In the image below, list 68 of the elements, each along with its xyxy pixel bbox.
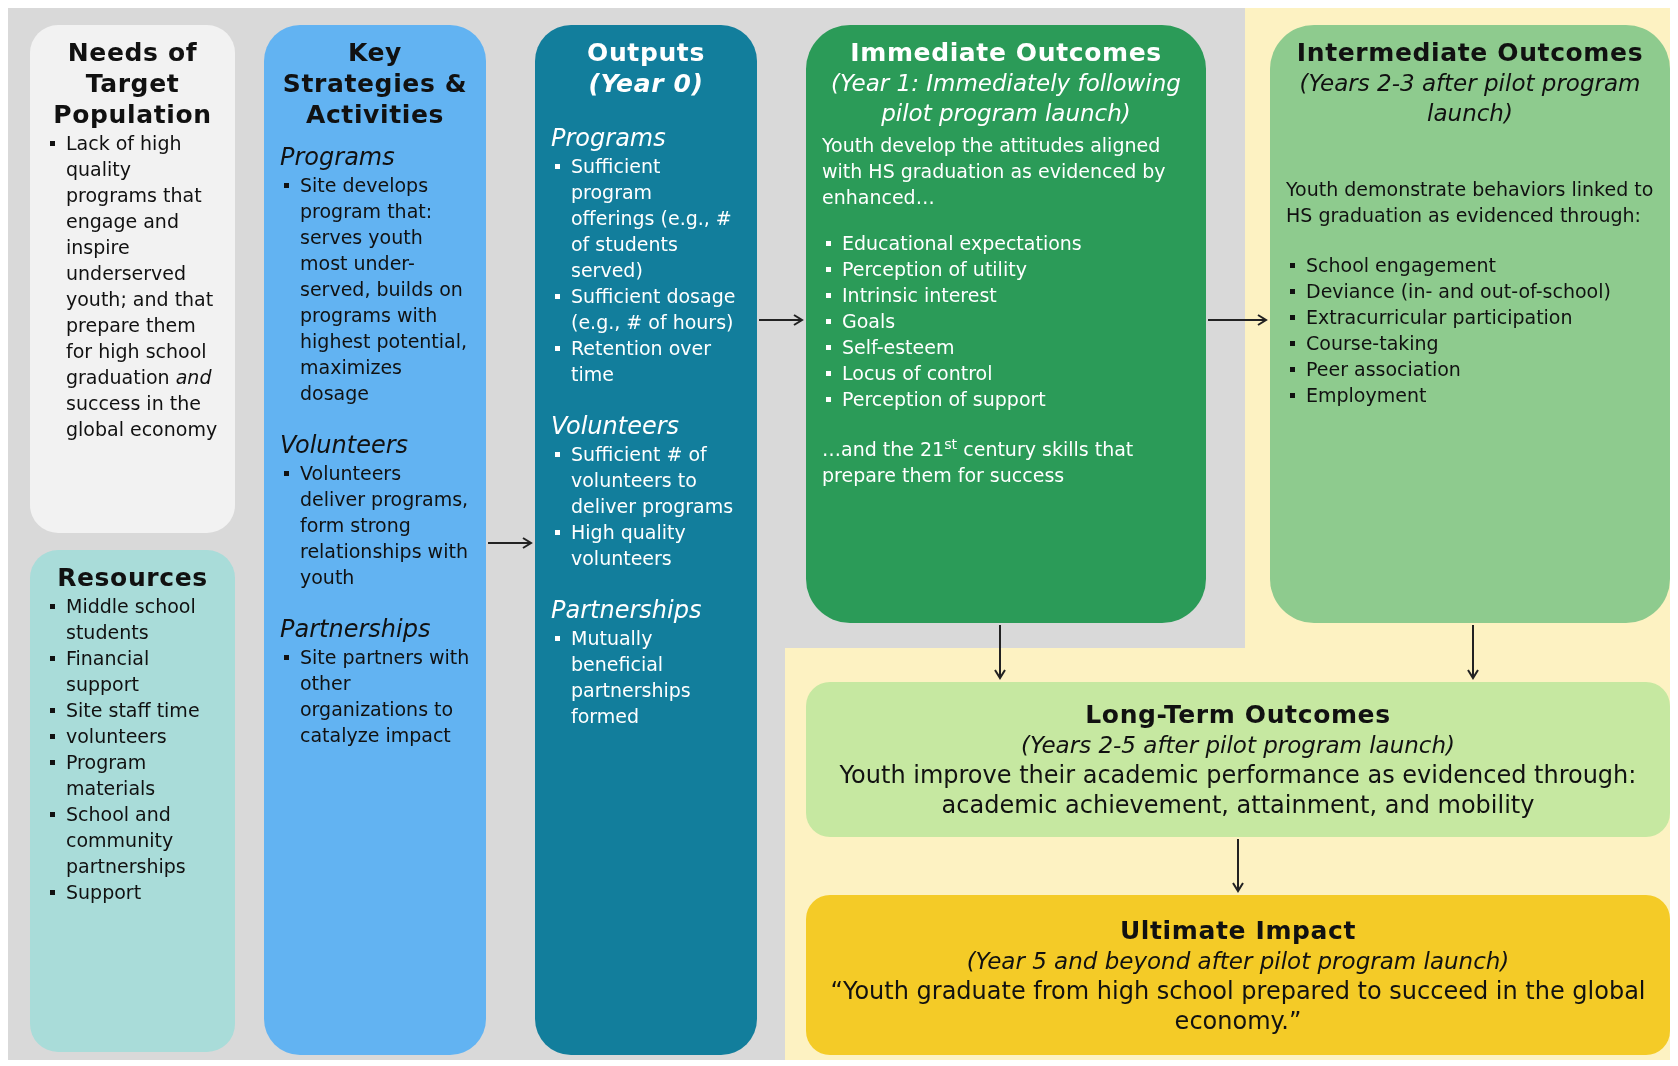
bullet-text: volunteers xyxy=(66,724,167,749)
bullet-text: Employment xyxy=(1306,383,1427,408)
bullet-text: Extracurricular participation xyxy=(1306,305,1573,330)
bullet-text: Retention over time xyxy=(571,336,713,387)
immediate-outcomes-box xyxy=(806,25,1206,623)
section-heading: Volunteers xyxy=(280,430,410,460)
arrow xyxy=(1467,624,1479,679)
heading: Needs of Target Population xyxy=(52,37,213,130)
bullet-text: Deviance (in- and out-of-school) xyxy=(1306,279,1611,304)
bullet-text: Site develops program that: serves youth most under-served, builds on programs with highest potential, maximizes dosage xyxy=(300,173,469,406)
bullet-text: Site partners with other organizations to catalyze impact xyxy=(300,645,470,748)
arrow xyxy=(1232,838,1244,892)
arrow xyxy=(1207,314,1267,326)
bullet-text: Volunteers deliver programs, form strong relationships with youth xyxy=(300,461,470,590)
paragraph: Youth demonstrate behaviors linked to HS graduation as evidenced through: xyxy=(1286,177,1654,228)
bullet-text: Middle school students xyxy=(66,594,197,645)
bullet-text: School and community partnerships xyxy=(66,802,187,879)
subheading: (Year 5 and beyond after pilot program launch) xyxy=(966,946,1510,976)
bullet-text: Lack of high quality programs that engage and inspire underserved youth; and that prepare them for high school graduation and success in the global economy xyxy=(66,131,219,442)
bullet-text: Program materials xyxy=(66,750,157,801)
paragraph: Youth improve their academic performance as evidenced through: academic achievement, attainment, and mobility xyxy=(838,760,1638,820)
bullet-text: Support xyxy=(66,880,142,905)
intermediate-outcomes-box xyxy=(1270,25,1670,623)
heading: Intermediate Outcomes xyxy=(1295,37,1645,68)
heading: Immediate Outcomes xyxy=(849,37,1163,68)
outputs-column xyxy=(535,25,757,1055)
section-heading: Programs xyxy=(280,142,396,172)
heading: Outputs xyxy=(586,37,706,68)
subheading: (Years 2-3 after pilot program launch) xyxy=(1298,69,1642,128)
arrow xyxy=(758,314,803,326)
heading: Resources xyxy=(56,562,209,593)
heading: Key Strategies & Activities xyxy=(281,37,469,130)
arrow xyxy=(994,624,1006,679)
subheading: (Year 1: Immediately following pilot program launch) xyxy=(830,69,1182,128)
bullet-text: Peer association xyxy=(1306,357,1461,382)
resources-box xyxy=(30,550,235,1052)
bullet-text: Locus of control xyxy=(842,361,993,386)
bullet-text: Educational expectations xyxy=(842,231,1082,256)
long-term-outcomes-box xyxy=(806,682,1670,837)
bullet-text: Course-taking xyxy=(1306,331,1439,356)
bullet-text: Financial support xyxy=(66,646,151,697)
paragraph: “Youth graduate from high school prepared to succeed in the global economy.” xyxy=(829,975,1647,1036)
bullet-text: Sufficient dosage (e.g., # of hours) xyxy=(571,284,737,335)
bullet-text: Intrinsic interest xyxy=(842,283,997,308)
bullet-text: Perception of utility xyxy=(842,257,1027,282)
section-heading: Partnerships xyxy=(280,614,432,644)
ultimate-impact-box xyxy=(806,895,1670,1055)
bullet-text: School engagement xyxy=(1306,253,1496,278)
section-heading: Partnerships xyxy=(551,595,703,625)
subheading: (Years 2-5 after pilot program launch) xyxy=(1020,731,1456,760)
bullet-text: Goals xyxy=(842,309,896,334)
arrow xyxy=(487,537,532,549)
paragraph: …and the 21$^{st}$ century skills that prepare them for success xyxy=(822,436,1135,488)
heading: Long-Term Outcomes xyxy=(1085,699,1391,730)
paragraph: Youth develop the attitudes aligned with HS graduation as evidenced by enhanced… xyxy=(822,133,1167,210)
bullet-text: Mutually beneficial partnerships formed xyxy=(571,626,692,729)
heading: Ultimate Impact xyxy=(1119,914,1357,946)
bullet-text: Perception of support xyxy=(842,387,1046,412)
bullet-text: High quality volunteers xyxy=(571,520,687,571)
strategies-column xyxy=(264,25,486,1055)
needs-box xyxy=(30,25,235,533)
section-heading: Volunteers xyxy=(551,411,681,441)
bullet-text: Sufficient program offerings (e.g., # of students served) xyxy=(571,154,733,283)
heading: (Year 0) xyxy=(587,68,705,99)
section-heading: Programs xyxy=(551,123,667,153)
bullet-text: Sufficient # of volunteers to deliver programs xyxy=(571,442,735,519)
bullet-text: Self-esteem xyxy=(842,335,955,360)
bullet-text: Site staff time xyxy=(66,698,200,723)
